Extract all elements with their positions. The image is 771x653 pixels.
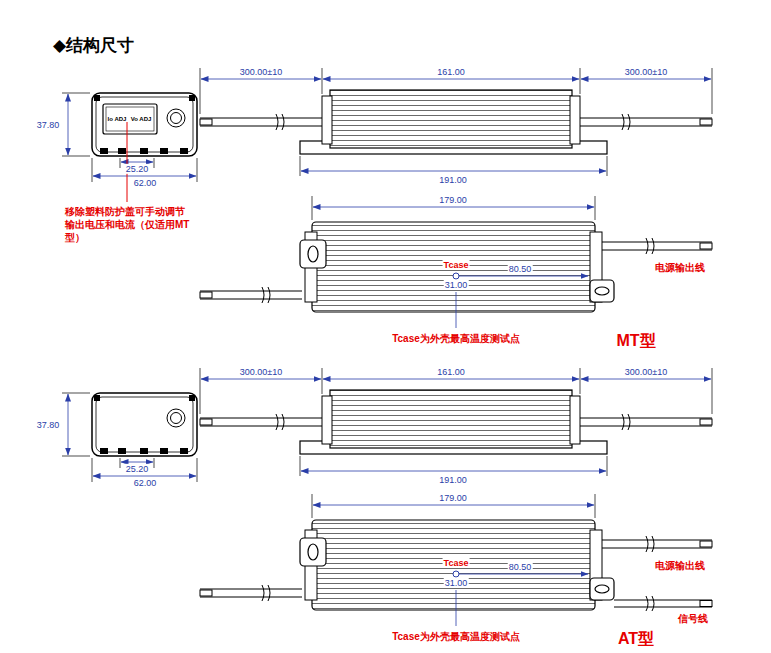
dimension-label: 300.00±10	[239, 67, 283, 77]
dimension-label: 62.00	[133, 478, 158, 488]
tcase-label: Tcase	[443, 260, 470, 270]
note-label: Tcase为外壳最高温度测试点	[391, 333, 521, 345]
dimension-label: 31.00	[444, 280, 469, 290]
dimension-label: 191.00	[438, 475, 468, 485]
dimension-label: 25.20	[125, 464, 150, 474]
drawing-title: ◆结构尺寸	[52, 36, 135, 56]
note-label: Tcase为外壳最高温度测试点	[391, 631, 521, 643]
cable-label: 电源输出线	[654, 262, 706, 274]
dimension-label: 300.00±10	[624, 67, 668, 77]
model-label: MT型	[615, 332, 656, 350]
dimension-label: 179.00	[438, 493, 468, 503]
connector-label: Vo ADJ	[130, 116, 153, 123]
dimension-label: 80.50	[508, 562, 533, 572]
cable-label: 信号线	[677, 613, 709, 625]
model-label: AT型	[617, 630, 655, 648]
dimension-label: 161.00	[436, 67, 466, 77]
dimension-label: 179.00	[438, 195, 468, 205]
dimension-label: 300.00±10	[624, 367, 668, 377]
dimension-label: 300.00±10	[239, 367, 283, 377]
dimension-label: 37.80	[36, 420, 61, 430]
dimension-label: 62.00	[133, 178, 158, 188]
dimension-label: 25.20	[125, 164, 150, 174]
dimension-label: 80.50	[508, 264, 533, 274]
callout-note: 移除塑料防护盖可手动调节输出电压和电流（仅适用MT型）	[64, 205, 194, 244]
dimension-label: 31.00	[444, 578, 469, 588]
dimension-label: 37.80	[36, 120, 61, 130]
connector-label: Io ADJ	[107, 116, 128, 123]
tcase-label: Tcase	[443, 558, 470, 568]
dimension-label: 161.00	[436, 367, 466, 377]
dimension-label: 191.00	[438, 175, 468, 185]
cable-label: 电源输出线	[654, 560, 706, 572]
